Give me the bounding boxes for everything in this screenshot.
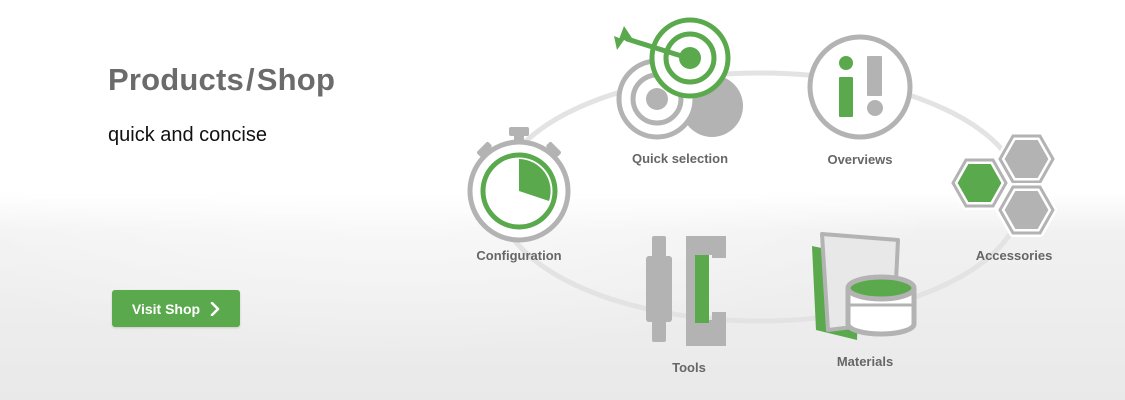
subtitle: quick and concise [108, 124, 267, 146]
title-separator: / [245, 62, 255, 97]
stopwatch-icon[interactable] [467, 127, 571, 243]
info-icon[interactable] [807, 34, 913, 140]
configuration-label[interactable]: Configuration [476, 248, 561, 263]
overviews-label[interactable]: Overviews [827, 152, 892, 167]
target-icon[interactable] [614, 17, 743, 140]
tool-clamp-icon[interactable] [646, 236, 726, 346]
page-title: Products/Shop [108, 62, 335, 98]
title-shop: Shop [256, 62, 336, 97]
quick-selection-label[interactable]: Quick selection [632, 151, 728, 166]
visit-shop-label: Visit Shop [131, 300, 201, 317]
accessories-label[interactable]: Accessories [976, 248, 1053, 263]
materials-icon[interactable] [812, 232, 917, 340]
orbit-ring [495, 70, 1025, 324]
visit-shop-button[interactable]: Visit Shop [112, 290, 240, 327]
materials-label[interactable]: Materials [837, 354, 893, 369]
tools-label[interactable]: Tools [672, 360, 706, 375]
hexagon-icon[interactable] [949, 132, 1057, 237]
chevron-right-icon [210, 301, 220, 316]
title-products: Products [108, 62, 244, 97]
